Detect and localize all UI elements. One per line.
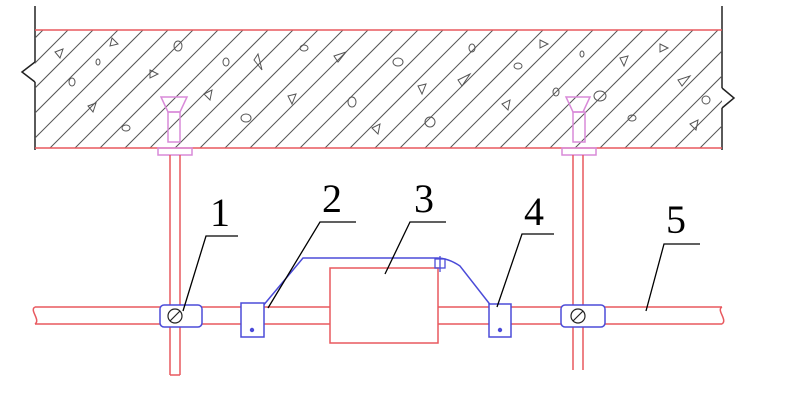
pipe-clamp-right [560,304,606,328]
callout-5: 5 [666,197,686,242]
earthing-clip-left [240,302,265,338]
left-break-line [20,6,36,150]
right-break-line [721,6,736,150]
anchor-bolt-right [561,96,597,156]
slab-aggregate [54,37,711,136]
anchor-bolt-left [157,96,193,156]
hanger-rod-left [169,155,181,376]
leader-5 [645,243,700,312]
pipe-clamp-left [159,304,203,328]
callout-1: 1 [210,190,230,235]
leader-1 [182,235,238,312]
slab-hatching [35,30,722,148]
callout-4: 4 [524,189,544,234]
callout-3: 3 [414,176,434,221]
leader-lines [182,221,700,312]
valve-body [329,267,439,344]
bonding-jumper [261,257,493,308]
callout-2: 2 [322,176,342,221]
leader-4 [496,233,554,308]
leader-2 [267,221,356,309]
leader-3 [384,221,446,275]
hanger-rod-right [572,155,584,370]
concrete-slab [35,29,722,149]
earthing-clip-right [488,303,512,338]
jumper-connector [434,256,446,272]
